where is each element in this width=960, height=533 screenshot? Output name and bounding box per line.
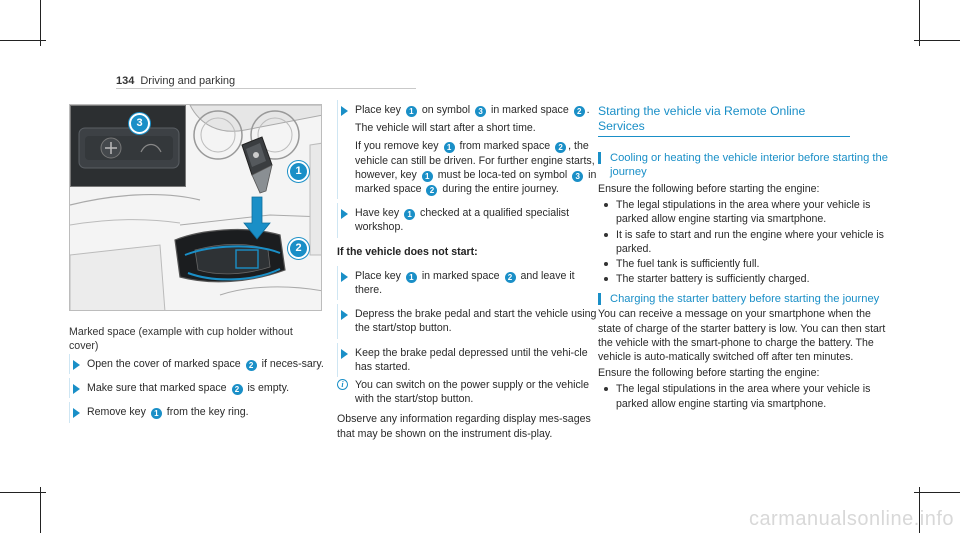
step-arrow-icon — [73, 384, 80, 395]
step-text: Place key 1 in marked space 2 and leave … — [355, 269, 575, 297]
step-text: Keep the brake pedal depressed until the… — [355, 346, 588, 373]
step-text: Have key 1 checked at a qualified specia… — [355, 207, 570, 234]
step-have-key-checked: Have key 1 checked at a qualified specia… — [337, 203, 599, 239]
step-arrow-icon — [341, 106, 348, 116]
step-place-key-symbol: Place key 1 on symbol 3 in marked space … — [337, 99, 599, 200]
callout-1: 1 — [288, 161, 309, 182]
step-depress-brake: Depress the brake pedal and start the ve… — [337, 304, 599, 340]
crop-mark — [919, 487, 920, 533]
ref-2: 2 — [231, 384, 243, 396]
chapter-title: Driving and parking — [140, 75, 236, 87]
list-item: The starter battery is sufficiently char… — [598, 272, 888, 286]
crop-mark — [0, 40, 46, 41]
list-item: The legal stipulations in the area where… — [598, 198, 888, 226]
step-check-empty: Make sure that marked space 2 is empty. — [69, 378, 327, 399]
step-arrow-icon — [73, 360, 80, 370]
step-text: Make sure that marked space 2 is empty. — [87, 382, 290, 396]
crop-mark — [40, 0, 41, 46]
crop-mark — [914, 40, 960, 41]
subsection-charging-battery: Charging the starter battery before star… — [598, 292, 888, 306]
symbol-detail-drawing — [71, 106, 185, 186]
callout-2: 2 — [288, 238, 309, 259]
page-number: 134 — [116, 75, 135, 87]
step-text: Depress the brake pedal and start the ve… — [355, 308, 597, 335]
step-arrow-icon — [341, 271, 348, 282]
list-item: The legal stipulations in the area where… — [598, 382, 888, 410]
step-place-key-space: Place key 1 in marked space 2 and leave … — [337, 265, 599, 301]
info-icon: i — [337, 379, 348, 391]
ref-2: 2 — [245, 360, 257, 371]
left-steps: Open the cover of marked space 2 if nece… — [69, 353, 327, 430]
section-title: Starting the vehicle via Remote Online S… — [598, 104, 850, 137]
step-result: The vehicle will start after a short tim… — [355, 122, 536, 135]
step-arrow-icon — [73, 408, 80, 419]
list-item: The fuel tank is sufficiently full. — [598, 257, 888, 271]
ref-1: 1 — [150, 408, 162, 420]
step-arrow-icon — [341, 348, 348, 359]
step-text: Place key 1 on symbol 3 in marked space … — [355, 104, 590, 117]
requirements-list: The legal stipulations in the area where… — [598, 198, 888, 286]
watermark: carmanualsonline.info — [748, 508, 954, 530]
info-note: i You can switch on the power supply or … — [337, 378, 599, 406]
step-detail: If you remove key 1 from marked space 2,… — [355, 140, 597, 197]
step-open-cover: Open the cover of marked space 2 if nece… — [69, 353, 327, 375]
step-arrow-icon — [341, 209, 348, 220]
step-arrow-icon — [341, 310, 348, 321]
page-header: 134 Driving and parking — [116, 74, 235, 88]
requirements-list: The legal stipulations in the area where… — [598, 382, 888, 410]
step-text: Remove key 1 from the key ring. — [87, 406, 249, 420]
crop-mark — [919, 0, 920, 46]
subsection-cooling-heating: Cooling or heating the vehicle interior … — [598, 151, 888, 179]
list-item: It is safe to start and run the engine w… — [598, 228, 888, 256]
crop-mark — [914, 492, 960, 493]
charging-para: You can receive a message on your smartp… — [598, 308, 886, 364]
step-text: Open the cover of marked space 2 if nece… — [87, 358, 324, 371]
intro-text: Ensure the following before starting the… — [598, 367, 820, 380]
center-console-illustration: 3 1 2 — [69, 104, 322, 311]
step-keep-brake: Keep the brake pedal depressed until the… — [337, 342, 599, 378]
note-text: You can switch on the power supply or th… — [355, 379, 589, 406]
callout-3: 3 — [129, 113, 150, 134]
right-column: Starting the vehicle via Remote Online S… — [598, 104, 888, 417]
middle-column: Place key 1 on symbol 3 in marked space … — [337, 99, 599, 441]
crop-mark — [0, 492, 46, 493]
header-divider — [116, 88, 416, 89]
subheading-no-start: If the vehicle does not start: — [337, 245, 478, 258]
inset-symbol-detail — [70, 105, 186, 187]
crop-mark — [40, 487, 41, 533]
figure-caption: Marked space (example with cup holder wi… — [69, 326, 293, 353]
step-remove-key: Remove key 1 from the key ring. — [69, 402, 327, 423]
intro-text: Ensure the following before starting the… — [598, 183, 820, 195]
display-messages-para: Observe any information regarding displa… — [337, 413, 591, 440]
